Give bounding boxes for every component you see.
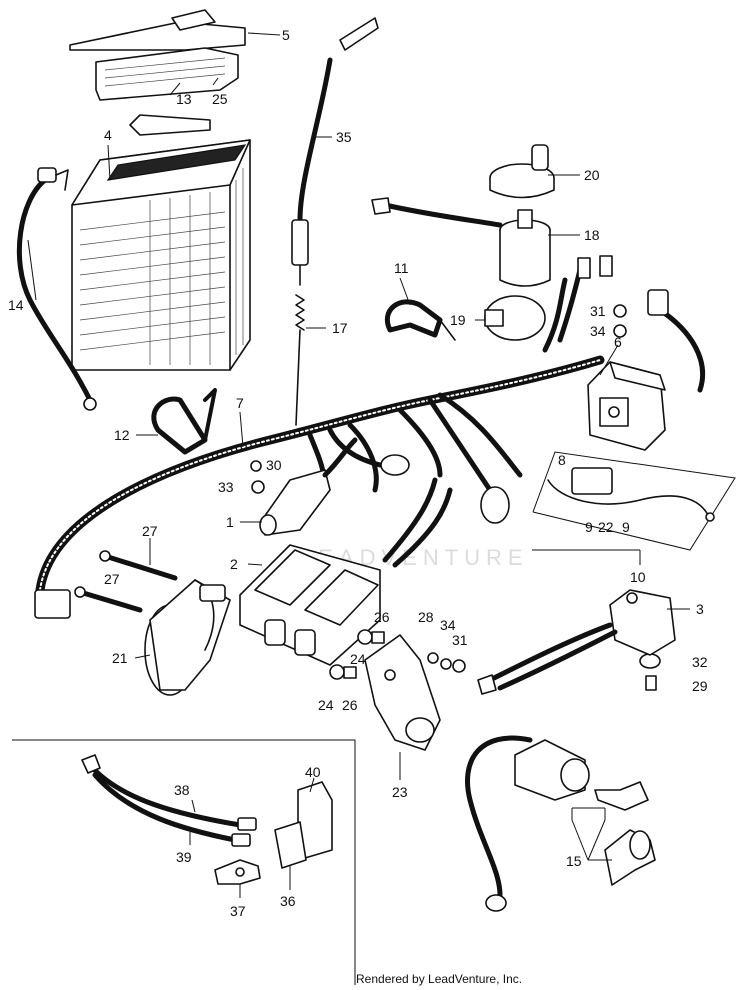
callout-26b: 26	[342, 697, 358, 713]
callout-27a: 27	[142, 523, 158, 539]
callout-labels: 5 13 25 4 14 35 17 20 18 19 11 31 34 6 1…	[8, 27, 708, 919]
callout-22: 22	[598, 519, 614, 535]
callout-9b: 9	[622, 519, 630, 535]
callout-28: 28	[418, 609, 434, 625]
callout-1: 1	[226, 514, 234, 530]
lower-parts-group[interactable]	[12, 739, 356, 985]
footer-credit: Rendered by LeadVenture, Inc.	[356, 972, 523, 986]
callout-10: 10	[630, 569, 646, 585]
callout-37: 37	[230, 903, 246, 919]
spacers-washers[interactable]	[250, 304, 661, 691]
callout-24a: 24	[350, 651, 366, 667]
callout-15: 15	[566, 853, 582, 869]
callout-2: 2	[230, 556, 238, 572]
callout-13: 13	[176, 91, 192, 107]
callout-30: 30	[266, 457, 282, 473]
callout-19: 19	[450, 312, 466, 328]
callout-14: 14	[8, 297, 24, 313]
callout-6: 6	[614, 334, 622, 350]
callout-18: 18	[584, 227, 600, 243]
callout-11: 11	[394, 260, 409, 276]
starter-relay[interactable]	[371, 144, 555, 341]
relay[interactable]	[477, 589, 676, 695]
callout-3: 3	[696, 601, 704, 617]
callout-24b: 24	[318, 697, 334, 713]
callout-33: 33	[218, 479, 234, 495]
ignition-coil[interactable]	[239, 477, 453, 666]
callout-38: 38	[174, 782, 190, 798]
callout-8: 8	[558, 452, 566, 468]
wire-to-rectifier[interactable]	[647, 289, 706, 393]
callout-25: 25	[212, 91, 228, 107]
callout-12: 12	[114, 427, 130, 443]
callout-32: 32	[692, 654, 708, 670]
condenser[interactable]	[259, 437, 358, 536]
callout-7: 7	[236, 395, 244, 411]
callout-34b: 34	[440, 617, 456, 633]
callout-20: 20	[584, 167, 600, 183]
callout-17: 17	[332, 320, 348, 336]
callout-36: 36	[280, 893, 296, 909]
callout-5: 5	[282, 27, 290, 43]
callout-35: 35	[336, 129, 352, 145]
wire-35[interactable]	[291, 17, 379, 426]
callout-26a: 26	[374, 609, 390, 625]
battery-cable[interactable]	[16, 167, 97, 411]
fuse-holder[interactable]	[532, 451, 736, 551]
callout-21: 21	[112, 650, 128, 666]
callout-31-top: 31	[590, 303, 606, 319]
wire-harness[interactable]	[34, 255, 613, 619]
callout-23: 23	[392, 784, 408, 800]
regulator[interactable]	[587, 361, 666, 451]
battery[interactable]	[71, 139, 251, 371]
leader-lines	[27, 32, 690, 898]
battery-band[interactable]	[69, 9, 246, 136]
clamp-11[interactable]	[384, 299, 456, 341]
callout-9a: 9	[585, 519, 593, 535]
bolt-27[interactable]	[74, 550, 178, 613]
callout-34-top: 34	[590, 323, 606, 339]
ignition-switch[interactable]	[465, 735, 656, 912]
callout-29: 29	[692, 678, 708, 694]
coil-bracket[interactable]	[364, 634, 441, 751]
callout-39: 39	[176, 849, 192, 865]
clamp-12[interactable]	[151, 388, 217, 455]
callout-4: 4	[104, 127, 112, 143]
callout-40: 40	[305, 764, 321, 780]
callout-27b: 27	[104, 571, 120, 587]
horn[interactable]	[144, 579, 231, 696]
callout-31b: 31	[452, 632, 468, 648]
